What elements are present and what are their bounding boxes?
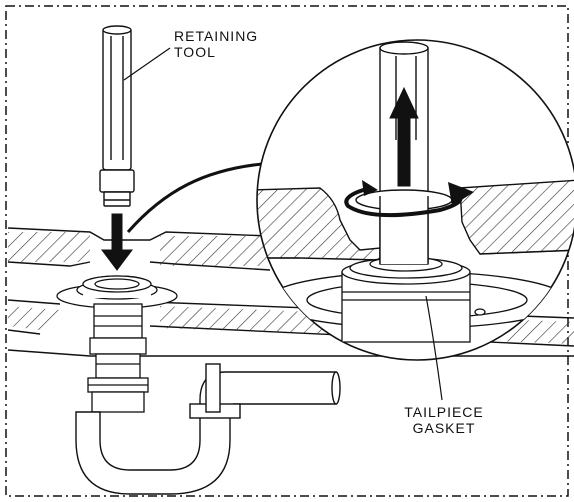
retaining-tool-leader <box>123 47 171 81</box>
rotation-arrowhead <box>448 182 474 206</box>
magnified-flange <box>266 256 568 343</box>
retaining-tool-label-line1: RETAINING <box>174 28 259 44</box>
down-arrow <box>101 213 133 271</box>
retaining-tool-label: RETAINING TOOL <box>174 28 258 60</box>
retaining-tool-label-line2: TOOL <box>174 44 216 60</box>
drain-body <box>87 303 149 413</box>
retaining-tool <box>99 25 135 207</box>
p-trap <box>75 363 341 495</box>
rotation-arrow <box>344 186 463 218</box>
drain-flange-left <box>56 275 178 309</box>
rotation-arrowtail <box>362 180 378 196</box>
up-arrow <box>389 86 419 187</box>
tailpiece-gasket-label-line1: TAILPIECE <box>404 404 484 420</box>
tailpiece-gasket-label: TAILPIECE GASKET <box>394 404 494 436</box>
magnified-tailpiece <box>355 41 453 265</box>
tailpiece-gasket-leader <box>425 295 443 401</box>
magnify-pointer-arrow <box>126 162 263 233</box>
tailpiece-gasket-label-line2: GASKET <box>412 420 476 436</box>
